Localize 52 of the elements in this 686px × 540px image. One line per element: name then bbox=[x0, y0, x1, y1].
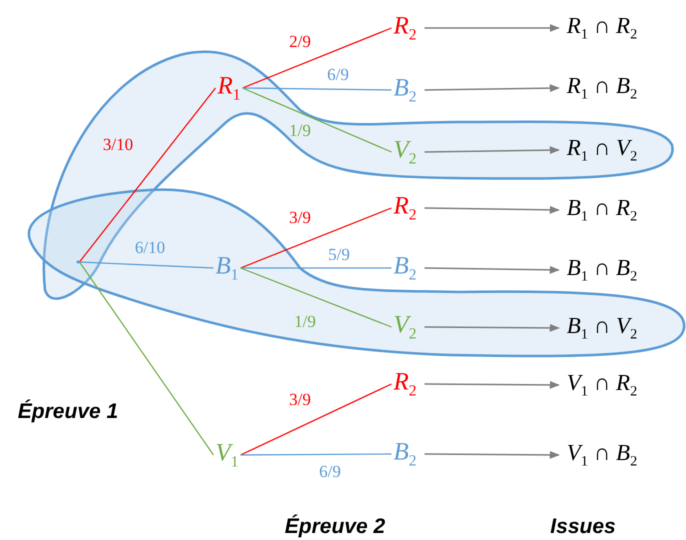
outcome-label: B$_{1}$ ∩ R$_{2}$ bbox=[564, 195, 640, 225]
arrow bbox=[424, 146, 560, 154]
branch-label: B$_{2}$ bbox=[391, 438, 419, 470]
arrow bbox=[424, 450, 560, 459]
branch-label: V$_{2}$ bbox=[391, 136, 419, 168]
branch-line bbox=[242, 27, 392, 89]
branch-label: R$_{2}$ bbox=[391, 192, 419, 224]
outcome-label: R$_{1}$ ∩ V$_{2}$ bbox=[564, 135, 640, 165]
branch-label: B$_{1}$ bbox=[213, 252, 241, 284]
edge-label: 6/9 bbox=[327, 66, 349, 84]
branch-label: B$_{2}$ bbox=[391, 252, 419, 284]
branch-line bbox=[240, 267, 392, 328]
branch-label: V$_{1}$ bbox=[213, 439, 241, 471]
branch-line bbox=[79, 261, 214, 269]
edge-label: 3/9 bbox=[289, 391, 311, 409]
stage-heading: Épreuve 2 bbox=[284, 515, 386, 539]
branch-line bbox=[240, 453, 392, 456]
branch-label: B$_{2}$ bbox=[391, 74, 419, 106]
outcome-label: V$_{1}$ ∩ B$_{2}$ bbox=[564, 440, 640, 470]
edge-label: 3/10 bbox=[102, 136, 134, 154]
branch-line bbox=[240, 207, 392, 269]
branch-label: V$_{2}$ bbox=[391, 311, 419, 343]
branch-line bbox=[79, 262, 214, 456]
branch-label: R$_{2}$ bbox=[391, 12, 419, 44]
outcome-label: R$_{1}$ ∩ R$_{2}$ bbox=[564, 13, 640, 43]
branch-line bbox=[242, 87, 392, 91]
outcome-label: V$_{1}$ ∩ R$_{2}$ bbox=[564, 370, 640, 400]
branch-line bbox=[240, 383, 392, 456]
arrow bbox=[424, 266, 560, 274]
arrow bbox=[424, 84, 560, 92]
stage-heading: Issues bbox=[550, 515, 616, 539]
outcome-label: B$_{1}$ ∩ V$_{2}$ bbox=[564, 313, 640, 343]
branch-label: R$_{1}$ bbox=[215, 72, 243, 104]
edge-label: 1/9 bbox=[289, 122, 311, 140]
arrow bbox=[424, 206, 560, 214]
branch-label: R$_{2}$ bbox=[391, 368, 419, 400]
stage-heading: Épreuve 1 bbox=[18, 400, 118, 424]
branch-line bbox=[242, 87, 392, 153]
branch-line bbox=[240, 267, 392, 269]
arrow bbox=[424, 324, 560, 332]
edge-label: 1/9 bbox=[294, 313, 316, 331]
edge-label: 6/10 bbox=[134, 239, 166, 257]
outcome-label: B$_{1}$ ∩ B$_{2}$ bbox=[564, 255, 640, 285]
branch-point bbox=[76, 260, 80, 264]
edge-label: 2/9 bbox=[289, 33, 311, 51]
edge-label: 6/9 bbox=[319, 463, 341, 481]
outcome-label: R$_{1}$ ∩ B$_{2}$ bbox=[564, 73, 640, 103]
branch-line bbox=[79, 88, 216, 262]
arrow bbox=[424, 380, 560, 389]
edge-label: 5/9 bbox=[328, 246, 350, 264]
arrow bbox=[424, 24, 560, 32]
edge-label: 3/9 bbox=[289, 209, 311, 227]
